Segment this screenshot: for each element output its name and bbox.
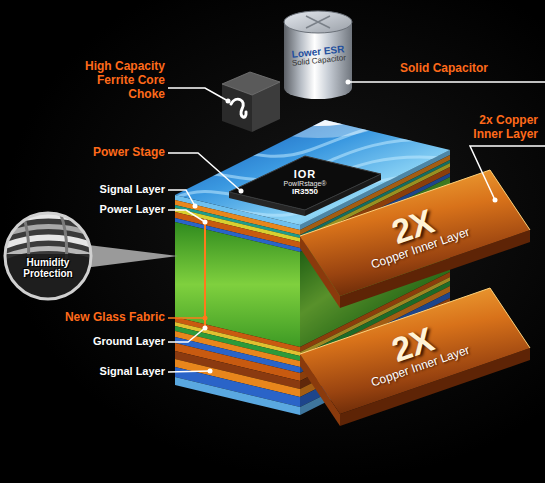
chip-marking: IORPowIRstage®IR3550 (283, 167, 328, 199)
capacitor (284, 11, 352, 99)
callout-bubble-text: Humidity Protection (18, 257, 78, 279)
leader-line (470, 146, 545, 200)
layer-callout: 2x Copper Inner Layer (458, 114, 538, 142)
leader-dot (203, 316, 208, 321)
power-stage-chip (229, 156, 381, 216)
chip-marking-text: PowIRstage® (284, 180, 327, 188)
choke (222, 72, 280, 132)
component-callout: High Capacity Ferrite Core Choke (65, 60, 165, 101)
leader-line (168, 210, 205, 222)
component-callout: Power Stage (93, 146, 165, 160)
leader-line (348, 81, 545, 83)
capacitor-vent (306, 16, 330, 28)
copper-slab (300, 288, 530, 426)
bubble-ring (5, 213, 91, 299)
layer-callout: Ground Layer (93, 335, 165, 348)
layer-callout: Signal Layer (100, 365, 165, 378)
component-callout: Solid Capacitor (400, 62, 488, 76)
leader-line (168, 371, 210, 372)
leader-line (168, 190, 195, 206)
leader-lines (168, 82, 545, 372)
bubble-pointer (80, 244, 178, 268)
layer-stack-left (175, 195, 300, 415)
slab-top (300, 170, 530, 296)
callout-bubble: Humidity Protection (18, 257, 78, 280)
choke-logo (231, 99, 246, 117)
copper-slab (300, 170, 530, 308)
humidity-bubble (0, 212, 178, 304)
leader-dot (346, 80, 351, 85)
leader-line (168, 328, 205, 342)
glass-fibers (0, 212, 100, 304)
chip-marking-text: IR3550 (284, 188, 327, 197)
leader-dot (493, 198, 498, 203)
leader-line (168, 317, 205, 319)
leader-line (168, 153, 241, 191)
leader-dot (239, 189, 244, 194)
leader-dot (203, 220, 208, 225)
pcb-layer (175, 377, 300, 415)
choke-face (222, 72, 280, 95)
layer-callout: Signal Layer (100, 183, 165, 196)
leader-dot (193, 204, 198, 209)
leader-dots (193, 80, 498, 374)
chip-top (229, 156, 381, 210)
leader-line (168, 88, 228, 101)
chip-marking-text: IOR (284, 168, 327, 180)
leader-dot (208, 369, 213, 374)
layer-callout: New Glass Fabric (65, 311, 165, 325)
capacitor-top (284, 11, 352, 33)
leader-dot (226, 99, 231, 104)
layer-callout: Power Layer (100, 203, 165, 216)
leader-dot (203, 326, 208, 331)
slab-top (300, 288, 530, 414)
bracket-line (204, 222, 206, 328)
